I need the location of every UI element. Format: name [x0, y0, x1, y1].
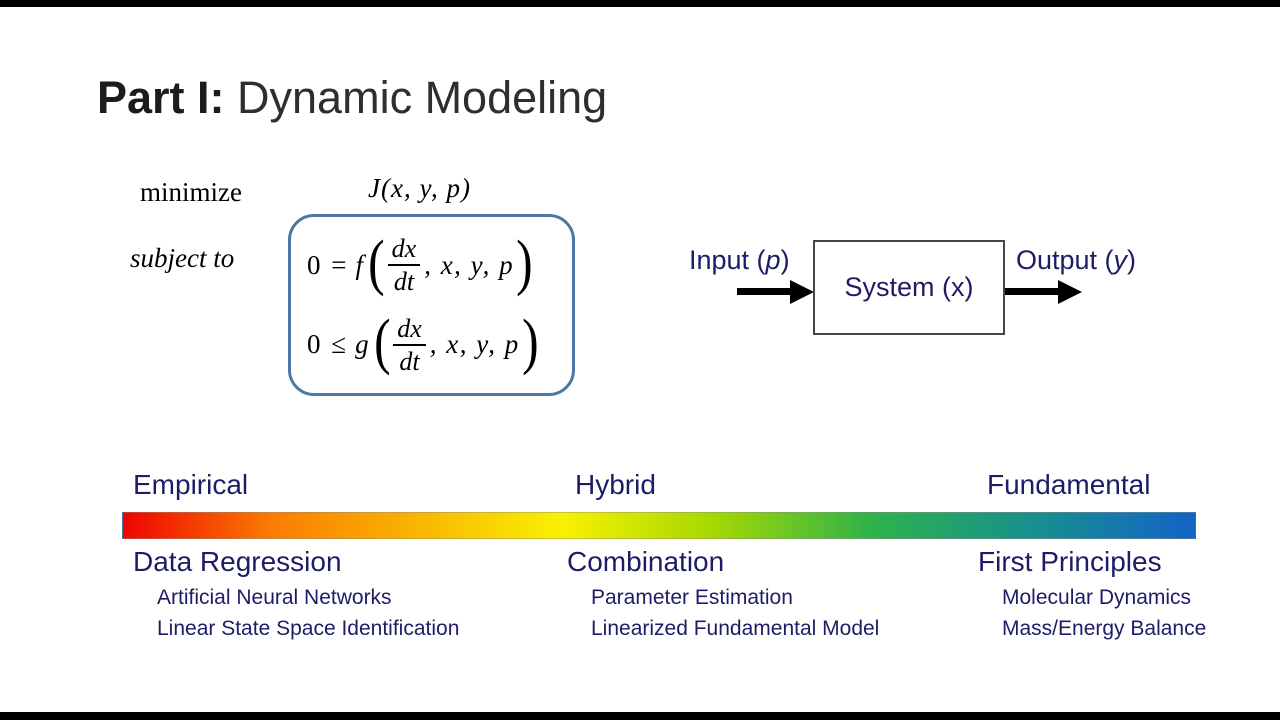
fraction-denominator: dt — [399, 346, 420, 376]
output-label: Output (y) — [1016, 245, 1136, 276]
open-paren: ( — [368, 228, 385, 297]
minimize-label: minimize — [140, 177, 242, 207]
input-label-close: ) — [780, 245, 790, 275]
column-heading: First Principles — [978, 546, 1162, 577]
arrow-shaft — [1005, 288, 1058, 295]
page-title: Part I: Dynamic Modeling — [97, 72, 607, 124]
input-arrow — [737, 279, 814, 304]
title-part-label: Part I: — [97, 72, 225, 123]
input-label-text: Input ( — [689, 245, 766, 275]
output-variable: y — [1113, 245, 1128, 275]
open-paren: ( — [373, 308, 391, 377]
system-variable: x — [951, 272, 965, 302]
letterbox-top — [0, 0, 1280, 7]
constraint-box: 0 = f ( dx dt , x, y, p ) 0 ≤ g ( dx dt … — [288, 214, 575, 396]
input-label: Input (p) — [689, 245, 790, 276]
column-heading: Combination — [567, 546, 725, 577]
close-paren: ) — [521, 308, 539, 377]
spectrum-label-fundamental: Fundamental — [987, 469, 1151, 500]
spectrum-column-empirical: Data Regression Artificial Neural Networ… — [133, 546, 459, 640]
spectrum-column-fundamental: First Principles Molecular Dynamics Mass… — [978, 546, 1206, 640]
system-box: System (x) — [813, 240, 1005, 335]
column-heading: Data Regression — [133, 546, 342, 577]
subject-to-label: subject to — [130, 243, 235, 273]
spectrum-label-hybrid: Hybrid — [575, 469, 656, 500]
column-item: Parameter Estimation — [591, 586, 793, 609]
equation-lhs: 0 = — [307, 249, 349, 280]
arrow-head — [790, 279, 814, 304]
fraction-denominator: dt — [393, 267, 415, 297]
close-paren: ) — [516, 228, 533, 297]
letterbox-bottom — [0, 712, 1280, 720]
fraction-numerator: dx — [393, 314, 426, 346]
system-label-close: ) — [964, 272, 974, 302]
input-variable: p — [765, 245, 781, 275]
equation-function: f — [355, 249, 363, 280]
fraction-numerator: dx — [387, 234, 421, 267]
spectrum-bar — [122, 512, 1196, 539]
column-item: Mass/Energy Balance — [1002, 617, 1207, 641]
title-subject: Dynamic Modeling — [224, 72, 608, 123]
spectrum-label-empirical: Empirical — [133, 469, 249, 500]
column-item: Linear State Space Identification — [157, 617, 460, 641]
equation-function: g — [355, 329, 369, 360]
equation-arguments: , x, y, p — [424, 249, 515, 280]
arrow-shaft — [737, 288, 790, 295]
objective-expression: J(x, y, p) — [368, 173, 471, 203]
system-label-text: System ( — [844, 272, 951, 302]
constraint-inequality: 0 ≤ g ( dx dt , x, y, p ) — [307, 308, 572, 377]
constraint-equality: 0 = f ( dx dt , x, y, p ) — [307, 228, 572, 297]
fraction: dx dt — [393, 314, 426, 376]
equation-arguments: , x, y, p — [429, 329, 520, 360]
arrow-head — [1058, 279, 1082, 304]
column-item: Linearized Fundamental Model — [591, 617, 880, 641]
column-item: Molecular Dynamics — [1002, 586, 1192, 609]
output-label-close: ) — [1127, 245, 1137, 275]
equation-lhs: 0 ≤ — [307, 329, 349, 360]
system-label: System (x) — [844, 272, 973, 303]
fraction: dx dt — [387, 234, 421, 297]
output-label-text: Output ( — [1016, 245, 1114, 275]
spectrum-column-hybrid: Combination Parameter Estimation Lineari… — [567, 546, 879, 640]
column-item: Artificial Neural Networks — [157, 586, 392, 609]
output-arrow — [1005, 279, 1082, 304]
